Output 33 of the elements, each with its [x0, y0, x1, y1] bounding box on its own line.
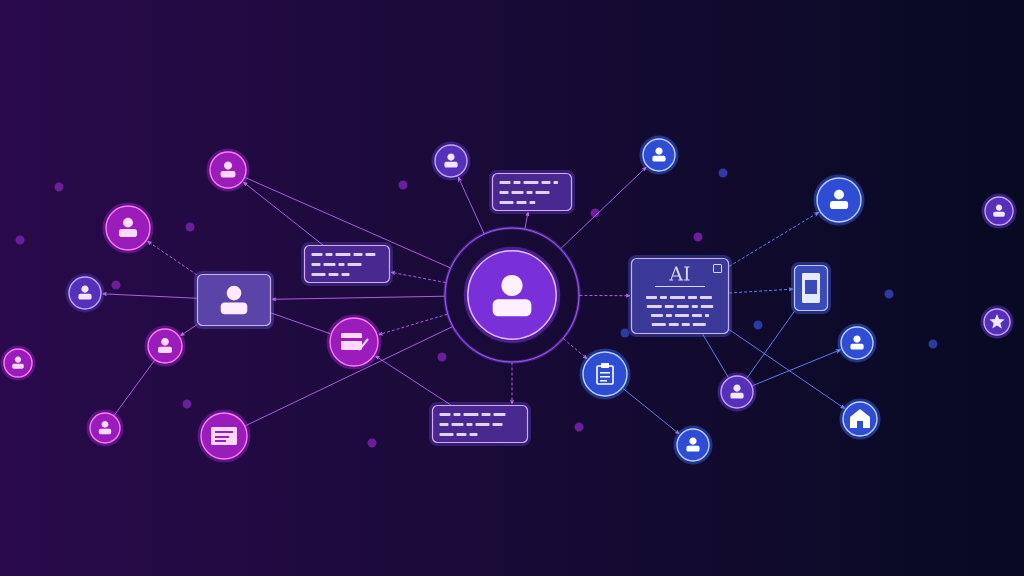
arrow [375, 355, 452, 406]
info-panel: AI [628, 255, 732, 337]
node-circle [981, 193, 1017, 229]
arrow [378, 313, 448, 336]
arrow [390, 271, 447, 283]
arrow [752, 349, 841, 387]
node-circle [86, 409, 124, 447]
node-circle [0, 345, 36, 381]
node-circle [579, 348, 631, 400]
node-circle [837, 323, 877, 363]
node-circle [431, 141, 471, 181]
arrow [147, 240, 198, 276]
arrow [728, 329, 845, 409]
arrow [562, 338, 588, 359]
arrow [560, 166, 647, 249]
arrow [243, 181, 324, 246]
node-circle [206, 148, 250, 192]
arrow [271, 295, 445, 302]
node-circle [673, 425, 713, 465]
arrow [102, 292, 198, 299]
arrow [728, 211, 820, 267]
arrow [457, 176, 485, 235]
node-circle [65, 273, 105, 313]
arrow [524, 211, 530, 230]
arrow [728, 287, 794, 294]
arrow [622, 387, 680, 435]
node-circle [144, 325, 186, 367]
arrow [180, 324, 198, 336]
arrow [579, 293, 631, 298]
node-circle [980, 305, 1014, 339]
node-circle [717, 372, 757, 412]
node-circle [639, 135, 679, 175]
arrow [510, 362, 514, 405]
